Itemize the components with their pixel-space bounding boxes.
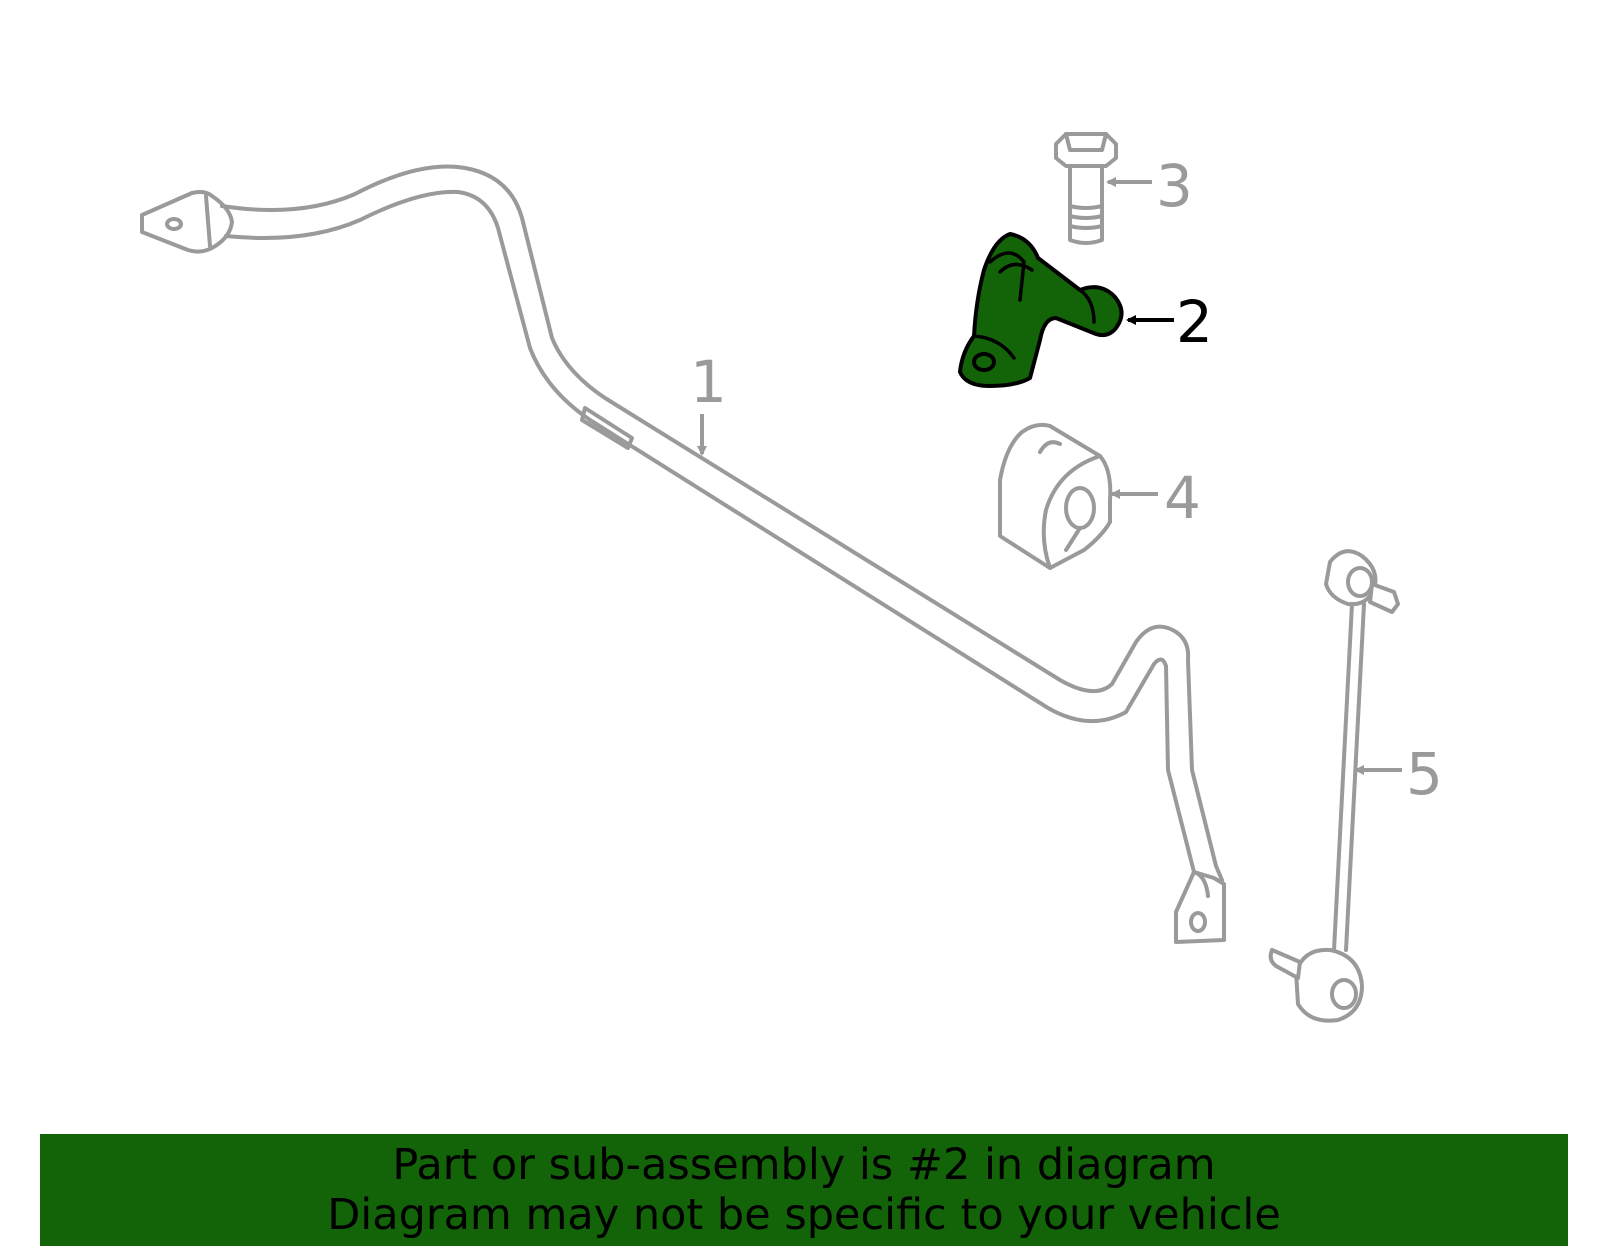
callout-5-label: 5 [1406, 740, 1443, 808]
link-upper-stud [1368, 582, 1400, 614]
link-rod [1332, 602, 1366, 952]
link-upper-joint [1324, 549, 1378, 607]
callout-1-label: 1 [690, 348, 727, 416]
stabilizer-bar-right-end [1174, 870, 1226, 944]
callout-1: 1 [690, 348, 727, 456]
bushing-slot [1038, 440, 1062, 454]
stabilizer-bar-upper-edge [220, 164, 1224, 882]
stabilizer-bracket[interactable] [958, 232, 1124, 388]
callout-2: 2 [1126, 288, 1213, 356]
bushing-split [1064, 526, 1082, 552]
stabilizer-bar-flat [580, 406, 634, 450]
link-lower-stud [1268, 948, 1302, 980]
callout-3-label: 3 [1156, 152, 1193, 220]
stabilizer-bracket-curve-b [998, 262, 1034, 274]
stabilizer-bar-right-hole [1189, 911, 1207, 933]
stabilizer-bracket-curve-a [988, 251, 1026, 302]
stabilizer-bar-right-fold [1192, 870, 1210, 898]
info-banner: Part or sub-assembly is #2 in diagram Di… [40, 1134, 1568, 1246]
callout-4-label: 4 [1164, 464, 1201, 532]
banner-line-disclaimer: Diagram may not be specific to your vehi… [327, 1190, 1281, 1240]
bushing[interactable] [998, 422, 1113, 570]
link-lower-joint [1294, 947, 1364, 1023]
stabilizer-bar-lower-edge [224, 189, 1196, 874]
callout-2-label: 2 [1176, 288, 1213, 356]
bolt-shank [1068, 164, 1104, 245]
callout-3: 3 [1106, 152, 1193, 220]
stabilizer-bar-eye-edge [204, 194, 212, 248]
bushing-body [998, 422, 1113, 570]
stabilizer-bracket-foot-edge [972, 334, 1016, 360]
callout-5: 5 [1354, 740, 1443, 808]
info-banner-background [40, 1134, 1568, 1246]
stabilizer-bar-left-end [140, 190, 234, 254]
stabilizer-bar-eye-hole [165, 217, 183, 231]
bolt-threads [1068, 204, 1104, 230]
stabilizer-bracket-hole [972, 352, 996, 372]
bolt-head-facet [1064, 132, 1108, 152]
stabilizer-bracket-curve-c [1078, 288, 1096, 324]
bolt[interactable] [1054, 132, 1118, 245]
bushing-face-edge [1041, 454, 1102, 570]
callout-4: 4 [1110, 464, 1201, 532]
link-lower-joint-face [1330, 978, 1358, 1010]
stabilizer-link[interactable] [1268, 549, 1400, 1023]
banner-line-part-number: Part or sub-assembly is #2 in diagram [392, 1140, 1216, 1190]
stabilizer-bar[interactable] [140, 164, 1226, 944]
